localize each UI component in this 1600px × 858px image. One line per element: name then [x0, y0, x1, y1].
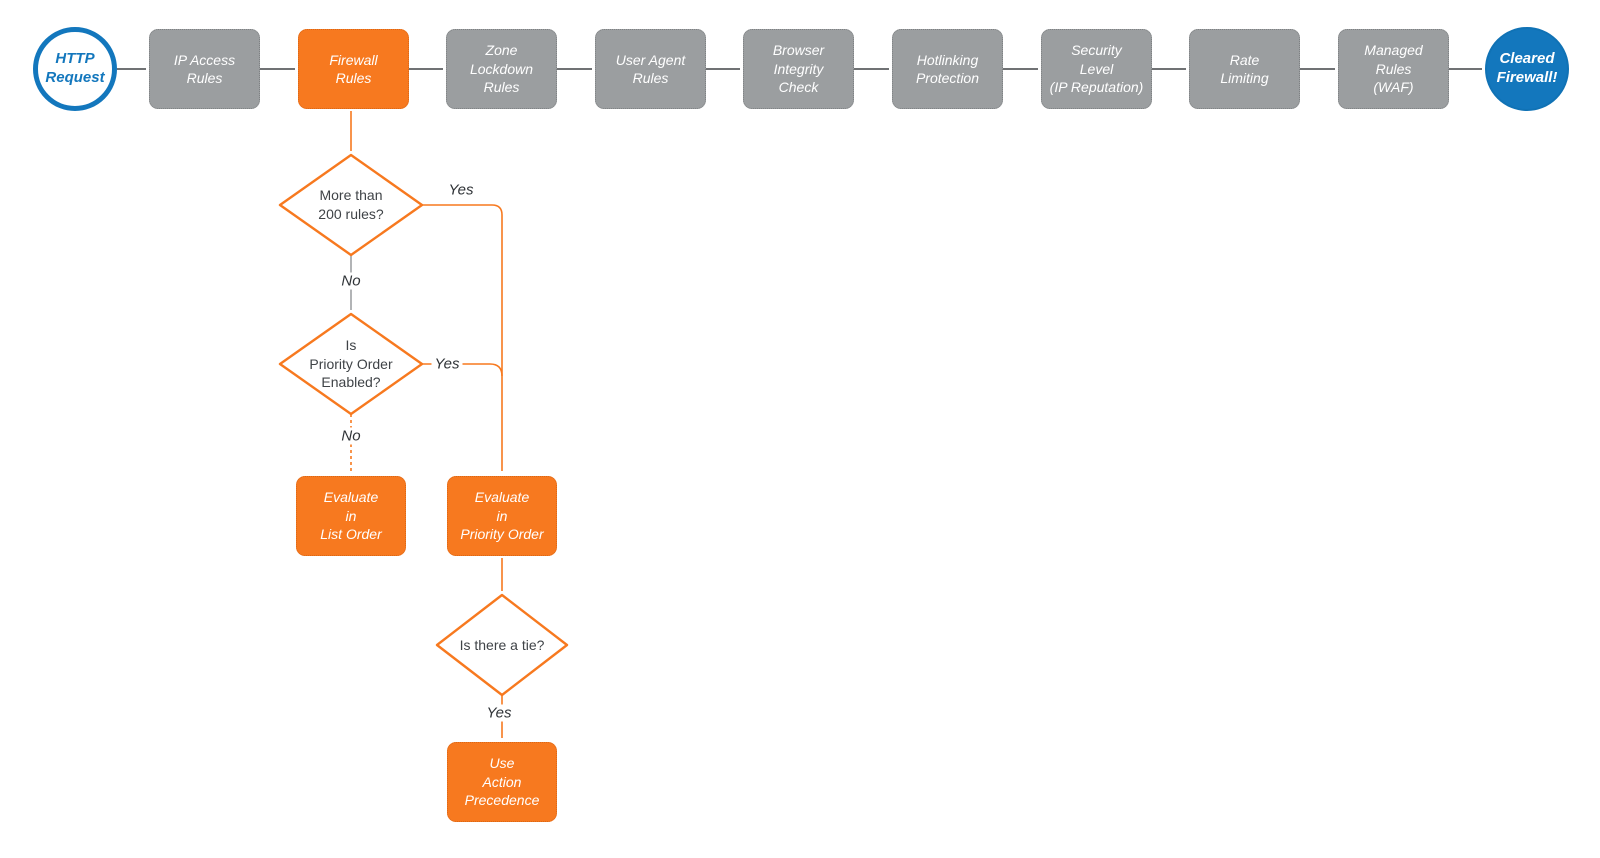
- node-label: Hotlinking Protection: [915, 51, 980, 86]
- diamond-shape: [278, 153, 424, 257]
- edge-label-decision2-no: No: [338, 427, 364, 445]
- node-label: Use Action Precedence: [464, 755, 540, 809]
- decision-is-there-a-tie: Is there a tie?: [435, 593, 569, 697]
- diamond-shape: [435, 593, 569, 697]
- arrow-decision2-yes-merge: [422, 363, 503, 377]
- node-security-level-ip-reputation: Security Level (IP Reputation): [1041, 29, 1152, 109]
- arrow-decision1-yes-to-priority-order: [422, 204, 503, 471]
- node-zone-lockdown-rules: Zone Lockdown Rules: [446, 29, 557, 109]
- node-label: Firewall Rules: [329, 51, 378, 86]
- node-label: HTTP Request: [45, 50, 105, 86]
- node-label: IP Access Rules: [173, 51, 236, 86]
- node-browser-integrity-check: Browser Integrity Check: [743, 29, 854, 109]
- node-evaluate-in-priority-order: Evaluate in Priority Order: [447, 476, 557, 556]
- node-http-request: HTTP Request: [33, 27, 117, 111]
- decision-priority-order-enabled: Is Priority Order Enabled?: [278, 312, 424, 416]
- node-evaluate-in-list-order: Evaluate in List Order: [296, 476, 406, 556]
- node-use-action-precedence: Use Action Precedence: [447, 742, 557, 822]
- node-label: Evaluate in List Order: [320, 489, 382, 543]
- node-firewall-rules: Firewall Rules: [298, 29, 409, 109]
- node-label: Browser Integrity Check: [772, 42, 825, 96]
- edge-label-decision2-yes: Yes: [431, 355, 463, 373]
- node-hotlinking-protection: Hotlinking Protection: [892, 29, 1003, 109]
- decision-label: More than 200 rules?: [318, 187, 384, 222]
- decision-label: Is there a tie?: [459, 636, 545, 653]
- node-managed-rules-waf: Managed Rules (WAF): [1338, 29, 1449, 109]
- node-label: Rate Limiting: [1220, 51, 1269, 86]
- node-user-agent-rules: User Agent Rules: [595, 29, 706, 109]
- node-label: Managed Rules (WAF): [1364, 42, 1423, 96]
- edge-label-decision1-yes: Yes: [445, 181, 477, 199]
- edge-label-decision1-no: No: [338, 272, 364, 290]
- node-label: Cleared Firewall!: [1496, 50, 1558, 86]
- node-label: Security Level (IP Reputation): [1049, 42, 1144, 96]
- node-label: Evaluate in Priority Order: [460, 489, 544, 543]
- node-label: Zone Lockdown Rules: [469, 42, 534, 96]
- node-rate-limiting: Rate Limiting: [1189, 29, 1300, 109]
- edge-label-decision3-yes: Yes: [483, 704, 515, 722]
- diamond-shape: [278, 312, 424, 416]
- decision-label: Is Priority Order Enabled?: [309, 336, 393, 391]
- node-cleared-firewall: Cleared Firewall!: [1485, 27, 1569, 111]
- node-label: User Agent Rules: [615, 51, 686, 86]
- node-ip-access-rules: IP Access Rules: [149, 29, 260, 109]
- decision-more-than-200-rules: More than 200 rules?: [278, 153, 424, 257]
